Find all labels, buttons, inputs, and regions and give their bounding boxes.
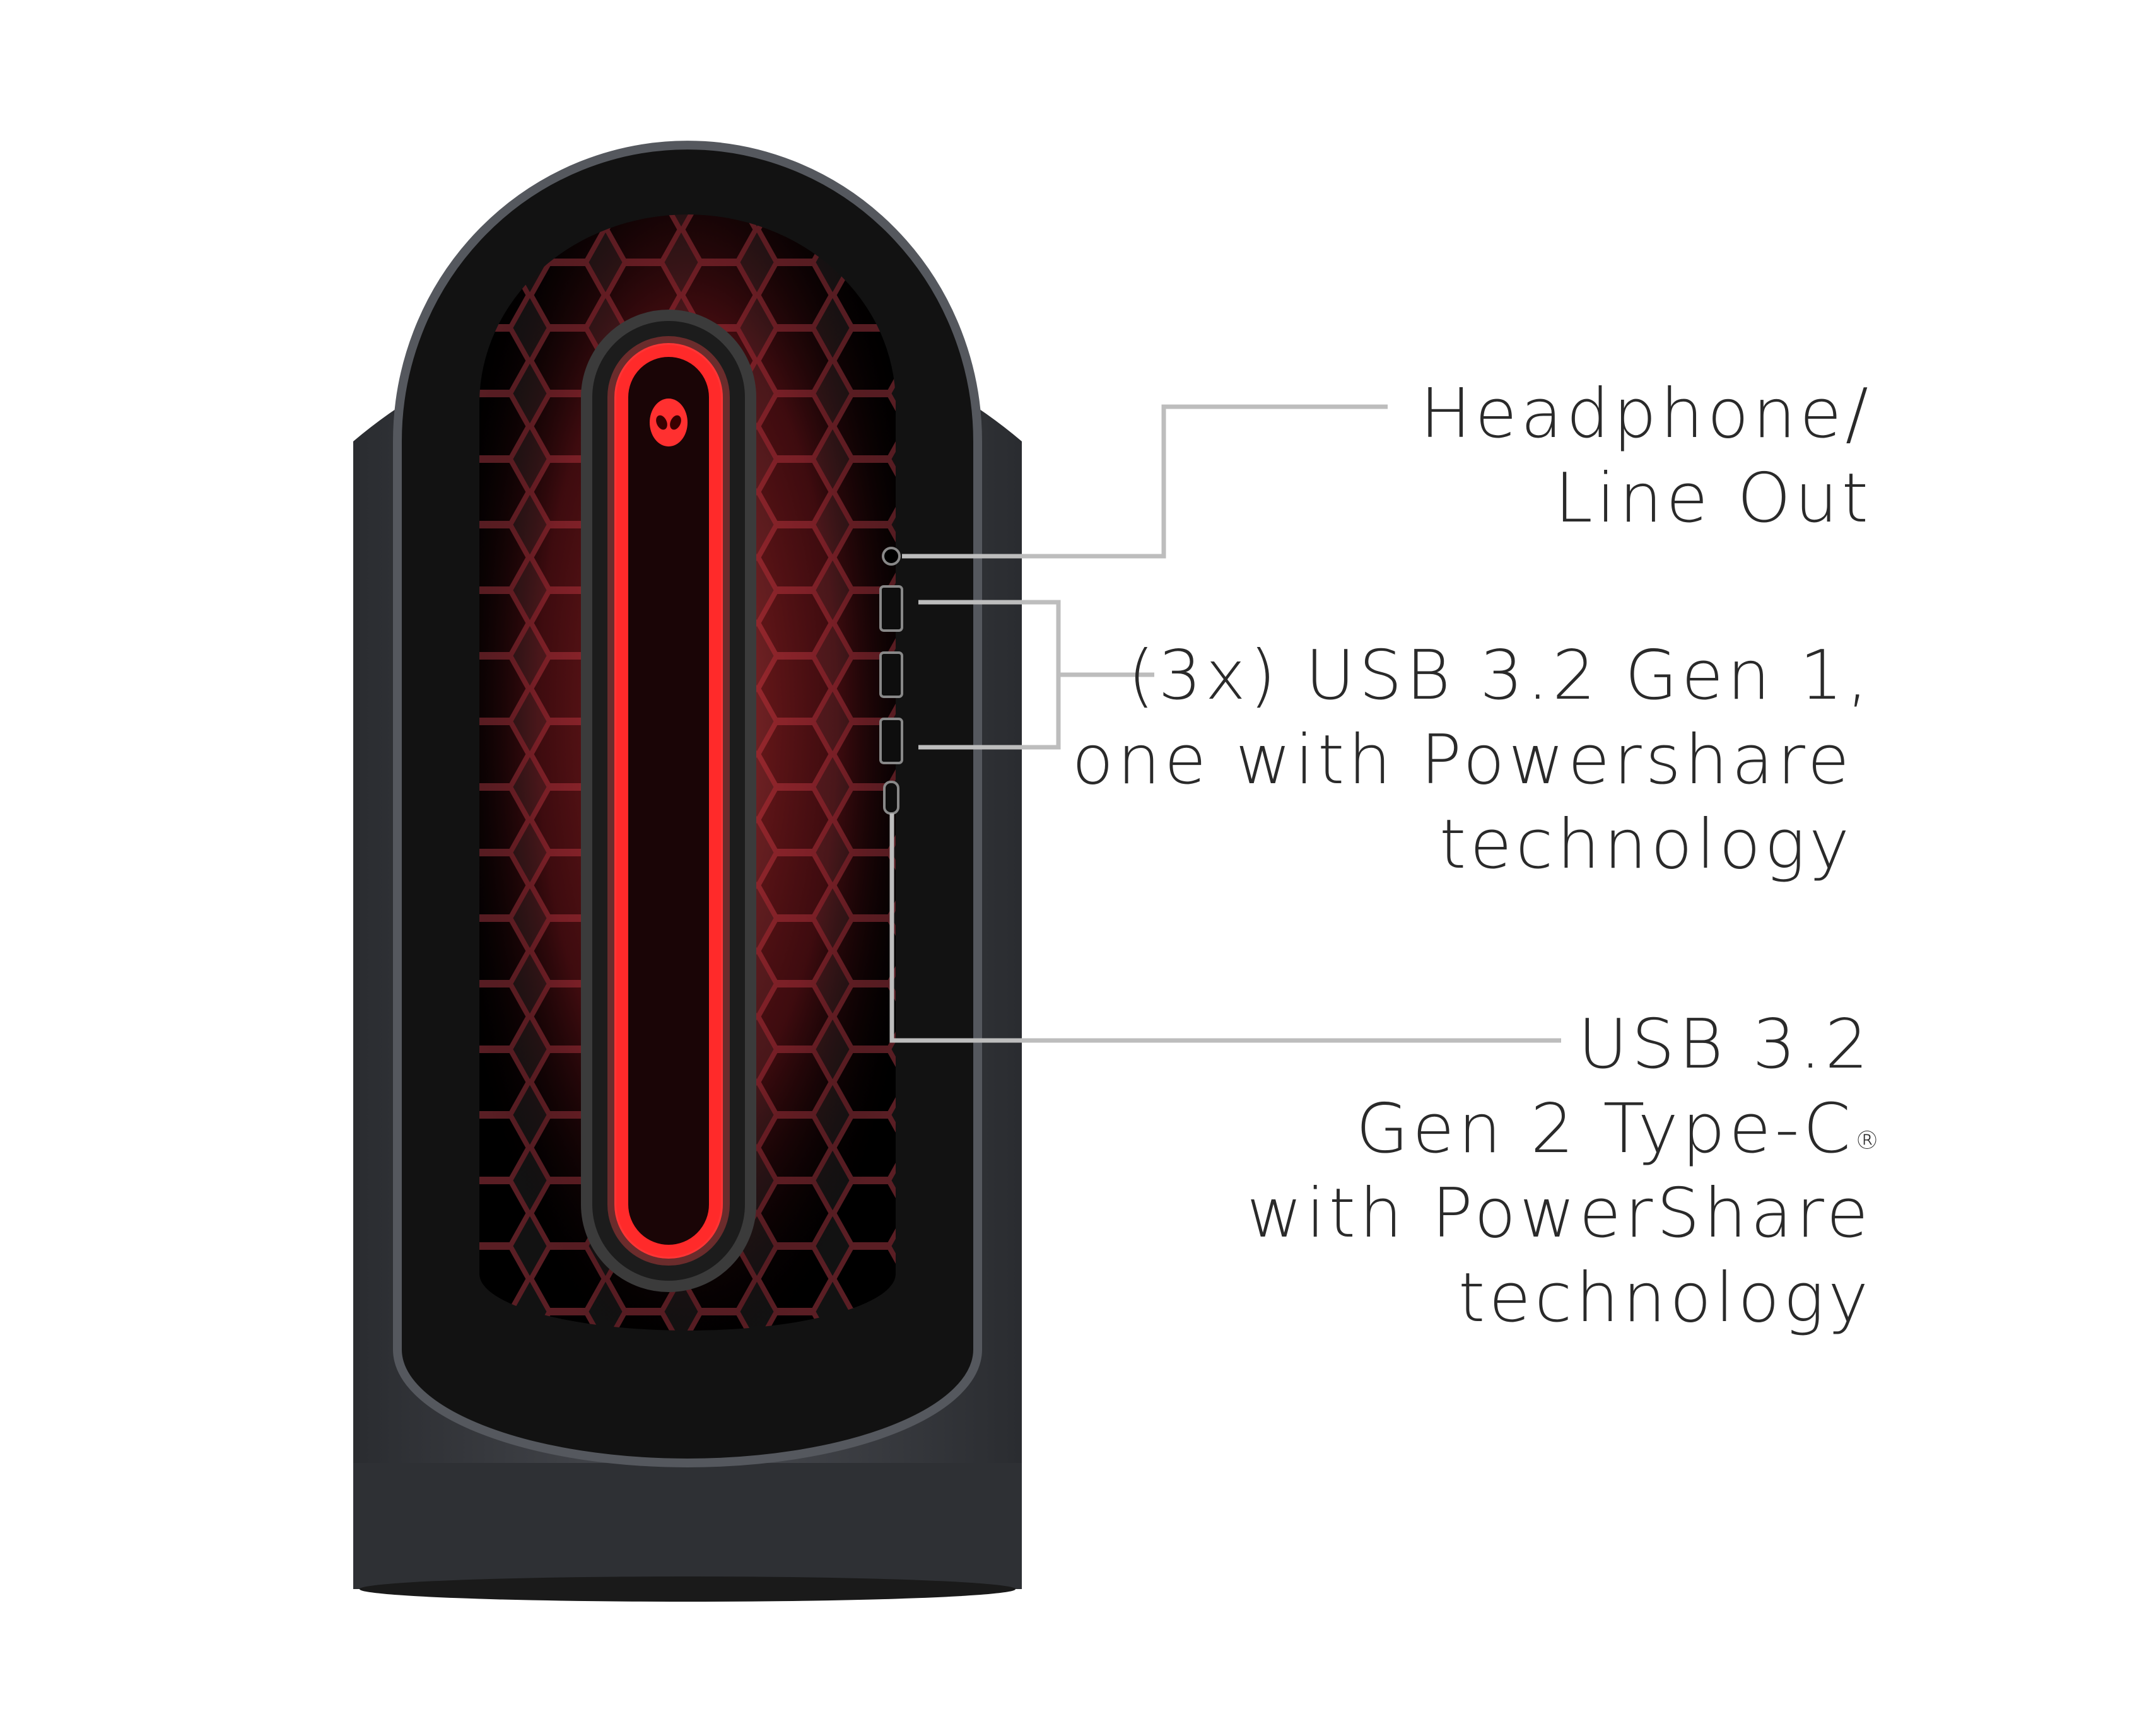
callout-headphone: Headphone/ Line Out [1420,372,1872,541]
callout-line: Gen 2 Type-C® [1355,1090,1880,1168]
callout-line: Line Out [1554,459,1872,538]
red-light-bar [614,343,723,1259]
callout-line: with PowerShare [1246,1174,1872,1253]
red-light-bar-glow [607,336,730,1266]
callout-line: USB 3.2 [1578,1005,1872,1084]
usb-a-port-icon [879,651,903,698]
callout-line: Headphone/ [1420,375,1872,453]
callout-line: technology [1458,1259,1872,1337]
callout-line: one with Powershare [1072,721,1853,800]
case-base [353,1463,1022,1589]
callout-usb-c: USB 3.2 Gen 2 Type-C® with PowerShare te… [1246,1003,1880,1341]
headphone-jack-icon [882,547,901,566]
usb-a-port-icon [879,718,903,764]
usb-c-port-icon [883,781,899,815]
leader-lines [889,404,1561,1043]
registered-mark: ® [1854,1126,1880,1155]
front-ports [879,547,903,815]
leader-line-usb-c [889,813,1561,1043]
leader-line-headphone [902,404,1388,559]
usb-a-port-icon [879,585,903,632]
case-foot-shadow [360,1576,1016,1602]
callout-line: technology [1439,805,1853,884]
alien-head-logo-icon [650,399,688,446]
callout-usb-a: (3x) USB 3.2 Gen 1, one with Powershare … [1072,634,1872,887]
callout-line: (3x) USB 3.2 Gen 1, [1128,636,1872,715]
